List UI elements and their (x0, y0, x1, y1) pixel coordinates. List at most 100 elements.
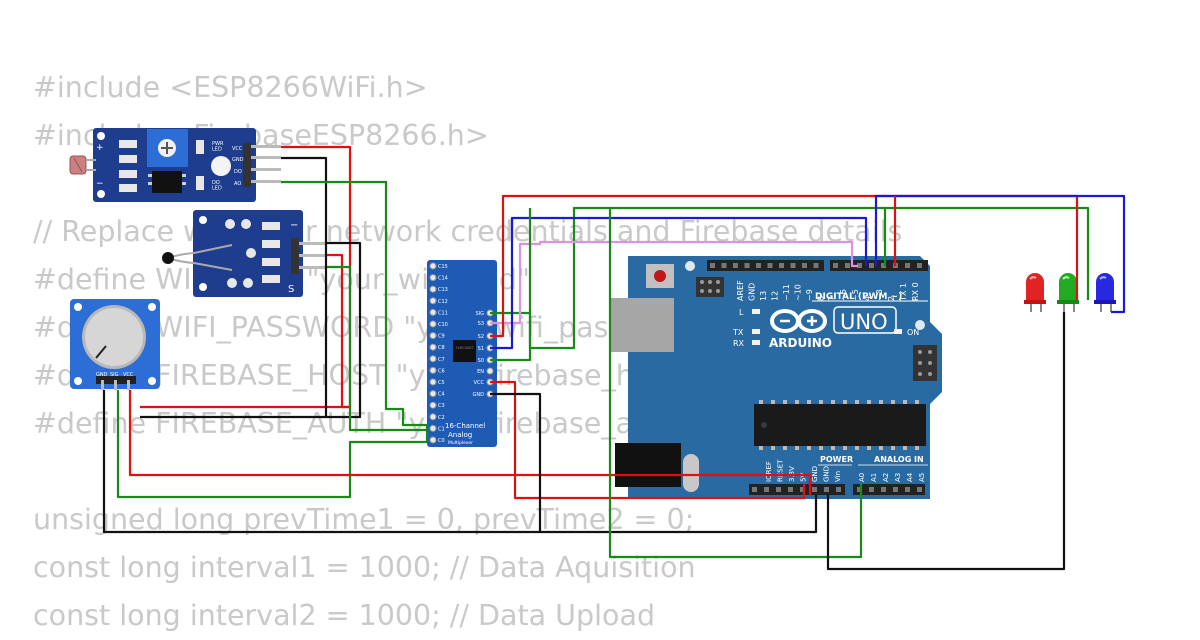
mux-pin-hole[interactable] (429, 332, 437, 340)
header-hole[interactable] (893, 487, 898, 492)
digital-pwm-label: DIGITAL (PWM ~) (815, 292, 902, 302)
wire-mux-vcc[interactable] (490, 380, 806, 500)
mux-pin-hole[interactable] (429, 424, 437, 432)
header-hole[interactable] (917, 487, 922, 492)
header-hole[interactable] (881, 263, 886, 268)
code-line: unsigned long prevTime1 = 0, prevTime2 =… (33, 503, 695, 536)
wire-led-blue[interactable] (874, 194, 1126, 314)
wire-pot-vcc[interactable] (128, 390, 812, 495)
header-hole[interactable] (869, 263, 874, 268)
crystal (683, 454, 699, 492)
temp-header[interactable] (291, 238, 327, 274)
mux-pin-label: C6 (438, 368, 445, 374)
mux-pin-hole[interactable] (429, 413, 437, 421)
mux-pin-hole[interactable] (429, 262, 437, 270)
mux-pin-label: C3 (438, 403, 445, 409)
wire-pot-sig[interactable] (116, 390, 427, 499)
header-hole[interactable] (788, 487, 793, 492)
header-hole[interactable] (869, 487, 874, 492)
potentiometer-module[interactable]: GND SIG VCC (70, 299, 160, 390)
digital-header[interactable] (707, 260, 928, 271)
header-hole[interactable] (733, 263, 738, 268)
header-hole[interactable] (800, 487, 805, 492)
chip-leg (759, 400, 763, 404)
mux-pin-hole[interactable] (429, 401, 437, 409)
digital-pin-label: 7 (827, 296, 836, 301)
header-hole[interactable] (744, 263, 750, 268)
digital-pin-label: 8 (817, 296, 826, 301)
header-hole[interactable] (812, 487, 817, 492)
analog-pin-label: A1 (870, 473, 878, 482)
wire-pot-gnd[interactable] (102, 390, 818, 534)
header-hole[interactable] (813, 263, 819, 268)
header-hole[interactable] (905, 263, 910, 268)
wire-temp-vcc[interactable] (327, 253, 350, 409)
mux-pin-hole[interactable] (429, 297, 437, 305)
digital-pin-label: AREF (736, 280, 745, 301)
header-hole[interactable] (917, 263, 922, 268)
header-hole[interactable] (752, 487, 757, 492)
wire-temp-gnd[interactable] (326, 241, 362, 419)
header-hole[interactable] (833, 263, 838, 268)
header-hole[interactable] (710, 263, 715, 268)
header-hole[interactable] (721, 263, 727, 268)
header-hole[interactable] (790, 263, 796, 268)
power-header[interactable] (749, 484, 925, 495)
digital-pin-label: 2 (887, 296, 896, 301)
header-hole[interactable] (767, 263, 773, 268)
mux-pin-hole[interactable] (429, 320, 437, 328)
mux-pin-hole[interactable] (429, 308, 437, 316)
mux-pin-hole[interactable] (429, 366, 437, 374)
mux-pin-hole[interactable] (429, 285, 437, 293)
mux-pin-hole[interactable] (429, 355, 437, 363)
power-pin-label: Vin (834, 471, 842, 482)
header-hole[interactable] (756, 263, 761, 268)
header-hole[interactable] (764, 487, 769, 492)
wire-temp-signal[interactable] (327, 265, 427, 432)
header-hole[interactable] (845, 263, 850, 268)
mux-pin-hole[interactable] (429, 436, 437, 444)
mux-pin-hole[interactable] (429, 378, 437, 386)
comparator-chip (152, 171, 182, 193)
l-led-label: L (739, 308, 744, 317)
header-hole[interactable] (779, 263, 784, 268)
temperature-module[interactable]: − S (162, 210, 327, 297)
rgb-leds[interactable] (1024, 273, 1116, 312)
header-hole[interactable] (824, 487, 829, 492)
header-hole[interactable] (857, 487, 862, 492)
wire-mux-s2[interactable] (490, 194, 1079, 338)
header-hole[interactable] (905, 487, 910, 492)
led-red[interactable] (1024, 273, 1046, 312)
mux-pin-hole[interactable] (429, 390, 437, 398)
mux-pin-hole[interactable] (486, 367, 494, 375)
header-hole[interactable] (881, 487, 886, 492)
mux-pin-label: C2 (438, 415, 445, 421)
mux-pin-label: VCC (474, 380, 485, 386)
header-hole[interactable] (836, 487, 841, 492)
ldr-minus-label: − (96, 179, 104, 189)
wire-a0[interactable] (608, 208, 863, 559)
mux-pin-hole[interactable] (429, 343, 437, 351)
wire-mux-s3[interactable] (490, 240, 858, 325)
mux-pin-label: C12 (438, 299, 448, 305)
header-hole[interactable] (857, 263, 862, 268)
led-green[interactable] (1057, 273, 1079, 312)
header-hole[interactable] (802, 263, 807, 268)
ldr-plus-label: + (96, 143, 104, 153)
wire-ldr-gnd[interactable] (140, 156, 328, 419)
wire-led-gnd[interactable] (826, 312, 1066, 571)
wire-mux-s0[interactable] (490, 208, 532, 362)
pot-pin-sig: SIG (110, 372, 119, 378)
led-blue[interactable] (1094, 273, 1116, 312)
temp-s-label: S (288, 284, 294, 295)
power-jack (615, 443, 681, 487)
wire-ldr-ao[interactable] (281, 180, 429, 442)
wire-mux-gnd[interactable] (490, 392, 542, 532)
mux-pin-hole[interactable] (429, 274, 437, 282)
ldr-header[interactable] (243, 143, 281, 187)
header-hole[interactable] (776, 487, 781, 492)
mux-pin-label: C10 (438, 322, 448, 328)
